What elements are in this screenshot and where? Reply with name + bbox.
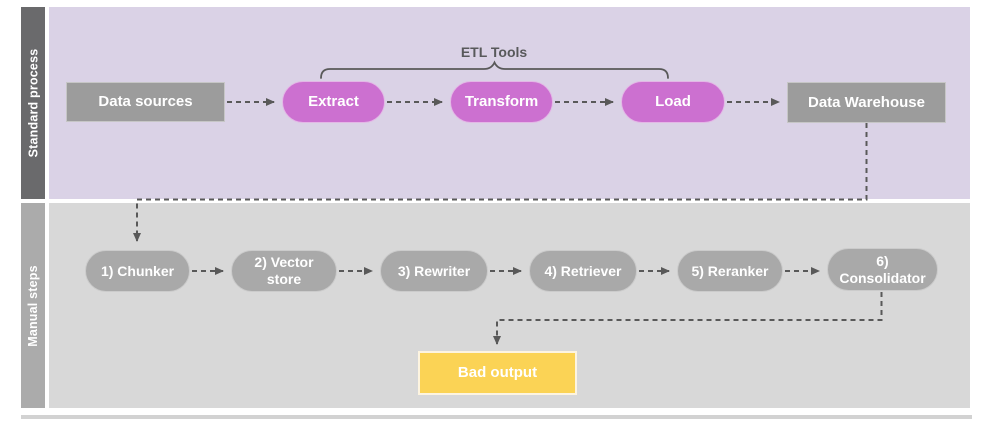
lane-label-manual-steps-text: Manual steps xyxy=(26,264,40,347)
node-load: Load xyxy=(621,81,725,123)
node-vector-store: 2) Vector store xyxy=(231,250,337,292)
node-retriever: 4) Retriever xyxy=(529,250,637,292)
node-rewriter: 3) Rewriter xyxy=(380,250,488,292)
node-bad-output: Bad output xyxy=(418,351,577,395)
bottom-divider xyxy=(21,415,972,419)
node-reranker: 5) Reranker xyxy=(677,250,783,292)
etl-tools-label: ETL Tools xyxy=(460,44,528,60)
node-transform: Transform xyxy=(450,81,553,123)
lane-label-standard-process-text: Standard process xyxy=(26,48,41,158)
node-data-warehouse: Data Warehouse xyxy=(787,82,946,123)
node-data-sources: Data sources xyxy=(66,82,225,122)
lane-label-manual-steps: Manual steps xyxy=(21,203,45,408)
node-consolidator: 6) Consolidator xyxy=(827,248,938,291)
node-chunker: 1) Chunker xyxy=(85,250,190,292)
lane-label-standard-process: Standard process xyxy=(21,7,45,199)
node-extract: Extract xyxy=(282,81,385,123)
